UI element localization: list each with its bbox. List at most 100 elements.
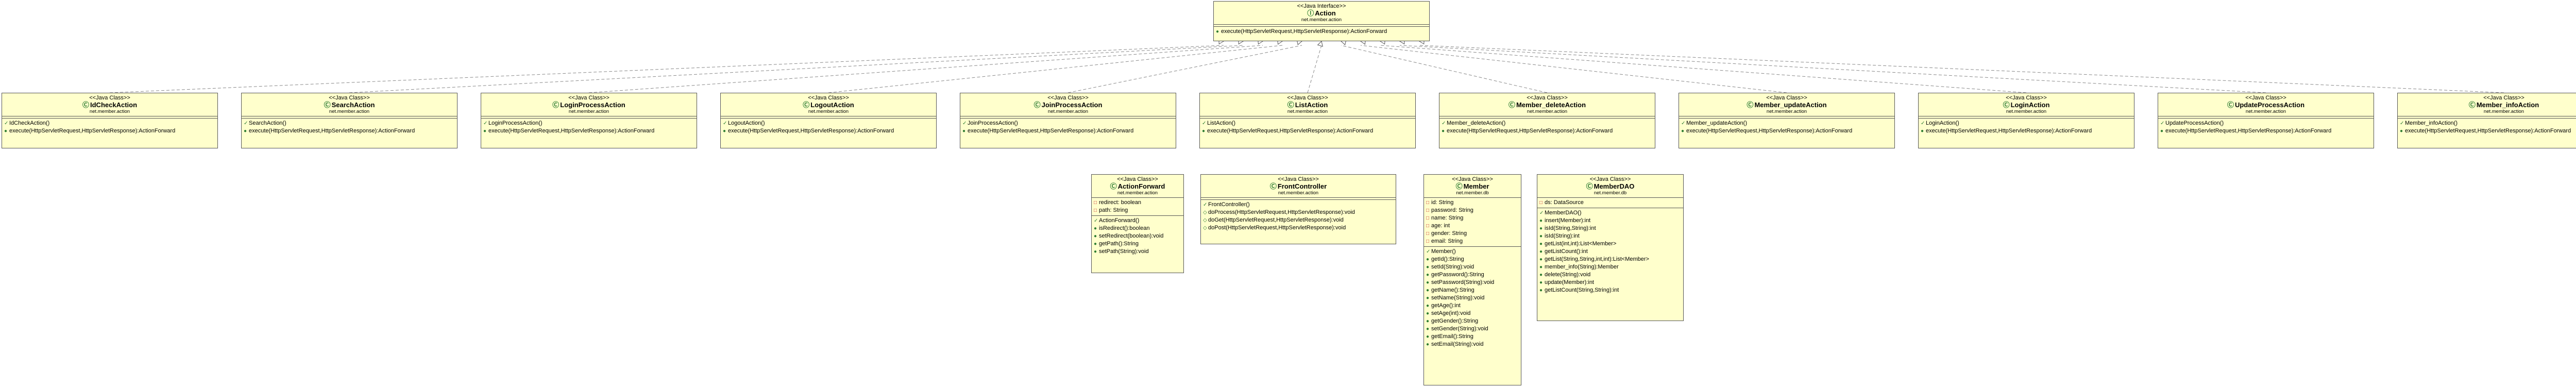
attribute-compartment [960, 116, 1176, 119]
method-compartment: ✓FrontController()◇doProcess(HttpServlet… [1201, 200, 1396, 233]
attribute-item: □name: String [1426, 214, 1519, 222]
realization-edge [349, 45, 1244, 93]
method-signature: getPassword():String [1431, 271, 1484, 278]
method-item: ✓LoginAction() [1921, 120, 2132, 127]
method-signature: ActionForward() [1099, 217, 1140, 224]
stereotype-label: <<Java Class>> [1047, 95, 1089, 101]
method-item: ●execute(HttpServletRequest,HttpServletR… [1681, 127, 1892, 135]
method-item: ●getList(int,int):List<Member> [1539, 240, 1681, 248]
class-name-text: SearchAction [331, 100, 375, 109]
public-visibility-icon: ● [1426, 264, 1430, 270]
method-item: ●setEmail(String):void [1426, 341, 1519, 348]
public-visibility-icon: ● [2160, 128, 2164, 134]
attribute-signature: redirect: boolean [1099, 199, 1141, 206]
method-item: ●setName(String):void [1426, 294, 1519, 302]
method-signature: isId(String,String):int [1545, 225, 1596, 231]
method-signature: setId(String):void [1431, 263, 1475, 270]
class-icon: Ⓒ [1586, 182, 1593, 190]
method-signature: getList(int,int):List<Member> [1545, 240, 1617, 247]
method-compartment: ✓LoginProcessAction()●execute(HttpServle… [481, 119, 697, 136]
attribute-signature: gender: String [1431, 230, 1467, 237]
constructor-visibility-icon: ✓ [1681, 120, 1686, 126]
public-visibility-icon: ● [723, 128, 726, 134]
package-label: net.member.action [2483, 108, 2524, 114]
package-label: net.member.action [1117, 190, 1158, 196]
constructor-visibility-icon: ✓ [1921, 120, 1925, 126]
method-compartment: ✓ListAction()●execute(HttpServletRequest… [1200, 119, 1415, 136]
public-visibility-icon: ● [1426, 256, 1430, 262]
method-signature: execute(HttpServletRequest,HttpServletRe… [1447, 127, 1613, 134]
realization-arrowhead [1317, 41, 1323, 47]
class-name-text: JoinProcessAction [1041, 100, 1103, 109]
public-visibility-icon: ● [1426, 310, 1430, 316]
method-item: ●setGender(String):void [1426, 325, 1519, 333]
stereotype-label: <<Java Class>> [1766, 95, 1807, 101]
class-icon: Ⓒ [324, 100, 331, 109]
class-name-text: ListAction [1295, 100, 1328, 109]
public-visibility-icon: ● [1539, 233, 1543, 239]
method-compartment: ●execute(HttpServletRequest,HttpServletR… [1214, 27, 1429, 37]
constructor-visibility-icon: ✓ [4, 120, 9, 126]
method-item: ●setId(String):void [1426, 263, 1519, 271]
method-signature: SearchAction() [249, 120, 286, 126]
class-name-text: IdCheckAction [90, 100, 138, 109]
method-compartment: ✓SearchAction()●execute(HttpServletReque… [242, 119, 457, 136]
method-item: ✓Member_deleteAction() [1442, 120, 1653, 127]
attribute-compartment [1200, 116, 1415, 119]
attribute-signature: email: String [1431, 238, 1463, 244]
method-item: ●getId():String [1426, 256, 1519, 263]
attribute-compartment [2, 116, 217, 119]
protected-visibility-icon: ◇ [1203, 225, 1207, 231]
public-visibility-icon: ● [1539, 217, 1543, 224]
method-signature: ListAction() [1207, 120, 1236, 126]
public-visibility-icon: ● [4, 128, 8, 134]
stereotype-label: <<Java Class>> [329, 95, 370, 101]
attribute-compartment: □id: String□password: String□name: Strin… [1424, 198, 1521, 247]
class-name-text: LogoutAction [810, 100, 854, 109]
package-label: net.member.action [1287, 108, 1328, 114]
method-item: ●getEmail():String [1426, 333, 1519, 341]
realization-edge [828, 45, 1283, 93]
method-item: ●execute(HttpServletRequest,HttpServletR… [483, 127, 694, 135]
method-signature: doPost(HttpServletRequest,HttpServletRes… [1208, 224, 1346, 231]
public-visibility-icon: ● [1539, 279, 1543, 285]
public-visibility-icon: ● [1094, 248, 1097, 255]
attribute-item: □path: String [1094, 207, 1181, 214]
public-visibility-icon: ● [1426, 318, 1430, 324]
method-item: ●execute(HttpServletRequest,HttpServletR… [2160, 127, 2371, 135]
public-visibility-icon: ● [1094, 241, 1097, 247]
realization-edge [1307, 45, 1322, 93]
method-item: ●getAge():int [1426, 302, 1519, 310]
method-item: ●execute(HttpServletRequest,HttpServletR… [1216, 28, 1427, 36]
method-signature: isRedirect():boolean [1099, 225, 1150, 231]
public-visibility-icon: ● [1426, 295, 1430, 301]
interface-icon: Ⓘ [1307, 9, 1314, 17]
class-name-text: Member_infoAction [2476, 100, 2539, 109]
stereotype-label: <<Java Interface>> [1297, 3, 1346, 9]
class-icon: Ⓒ [2227, 100, 2234, 109]
method-signature: getId():String [1431, 256, 1464, 262]
